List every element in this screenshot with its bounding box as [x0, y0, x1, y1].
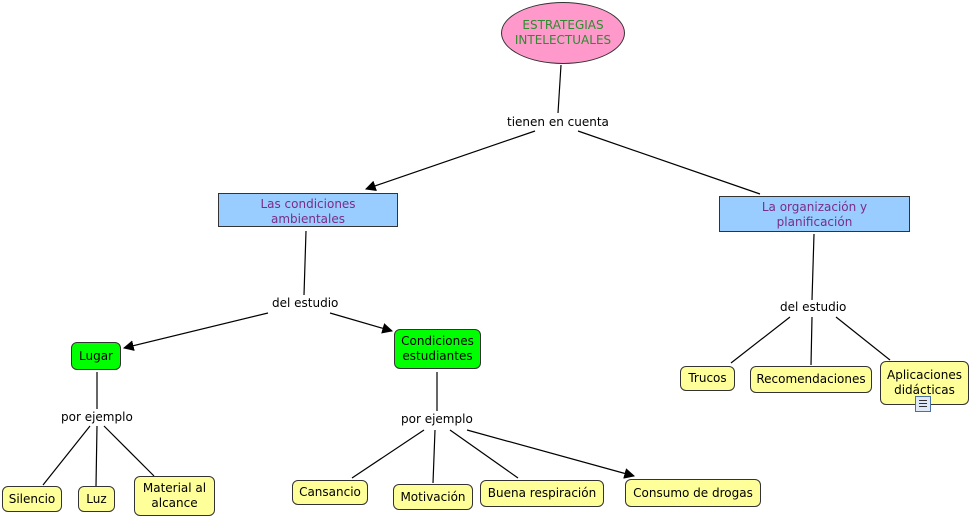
- link-label-por-ejemplo-left: por ejemplo: [60, 410, 134, 424]
- concept-condiciones-estudiantes[interactable]: Condiciones estudiantes: [394, 329, 481, 369]
- line-tienen-organizacion: [577, 130, 761, 195]
- line-delestudio-condiciones: [329, 312, 394, 334]
- line-tienen-ambientales: [364, 130, 536, 191]
- line-delestudio-lugar: [122, 312, 269, 351]
- line-delestudio-recomendaciones: [810, 316, 813, 366]
- link-label-por-ejemplo-right: por ejemplo: [400, 412, 474, 426]
- concept-trucos[interactable]: Trucos: [680, 366, 735, 391]
- concept-motivacion[interactable]: Motivación: [393, 484, 473, 510]
- line-organizacion-delestudio: [811, 233, 815, 301]
- line-porejemplo-cansancio: [351, 429, 425, 479]
- concept-silencio[interactable]: Silencio: [2, 486, 62, 512]
- link-label-del-estudio-right: del estudio: [779, 300, 848, 314]
- concept-organizacion-planificacion[interactable]: La organización y planificación: [719, 196, 910, 232]
- line-porejemplo-silencio: [42, 425, 91, 486]
- line-porejemplo-material: [103, 425, 155, 477]
- link-label-tienen: tienen en cuenta: [506, 115, 610, 129]
- line-porejemplo-motivacion: [432, 429, 436, 484]
- line-delestudio-aplicaciones: [835, 316, 891, 361]
- line-delestudio-trucos: [730, 316, 791, 364]
- concept-consumo-drogas[interactable]: Consumo de drogas: [625, 479, 761, 507]
- line-porejemplo-respiracion: [449, 429, 519, 479]
- document-icon[interactable]: [915, 396, 931, 412]
- root-node[interactable]: ESTRATEGIAS INTELECTUALES: [501, 2, 625, 64]
- concept-buena-respiracion[interactable]: Buena respiración: [480, 480, 604, 507]
- concept-cansancio[interactable]: Cansancio: [292, 480, 368, 505]
- concept-luz[interactable]: Luz: [78, 486, 115, 512]
- line-root-tienen: [557, 64, 562, 114]
- line-porejemplo-drogas: [466, 429, 636, 479]
- concept-recomendaciones[interactable]: Recomendaciones: [750, 366, 872, 393]
- line-porejemplo-luz: [95, 425, 98, 487]
- line-ambientales-delestudio: [303, 230, 307, 296]
- concept-condiciones-ambientales[interactable]: Las condiciones ambientales: [218, 193, 398, 227]
- concept-material-alcance[interactable]: Material al alcance: [134, 476, 215, 516]
- concept-lugar[interactable]: Lugar: [71, 342, 121, 370]
- link-label-del-estudio-left: del estudio: [271, 296, 340, 310]
